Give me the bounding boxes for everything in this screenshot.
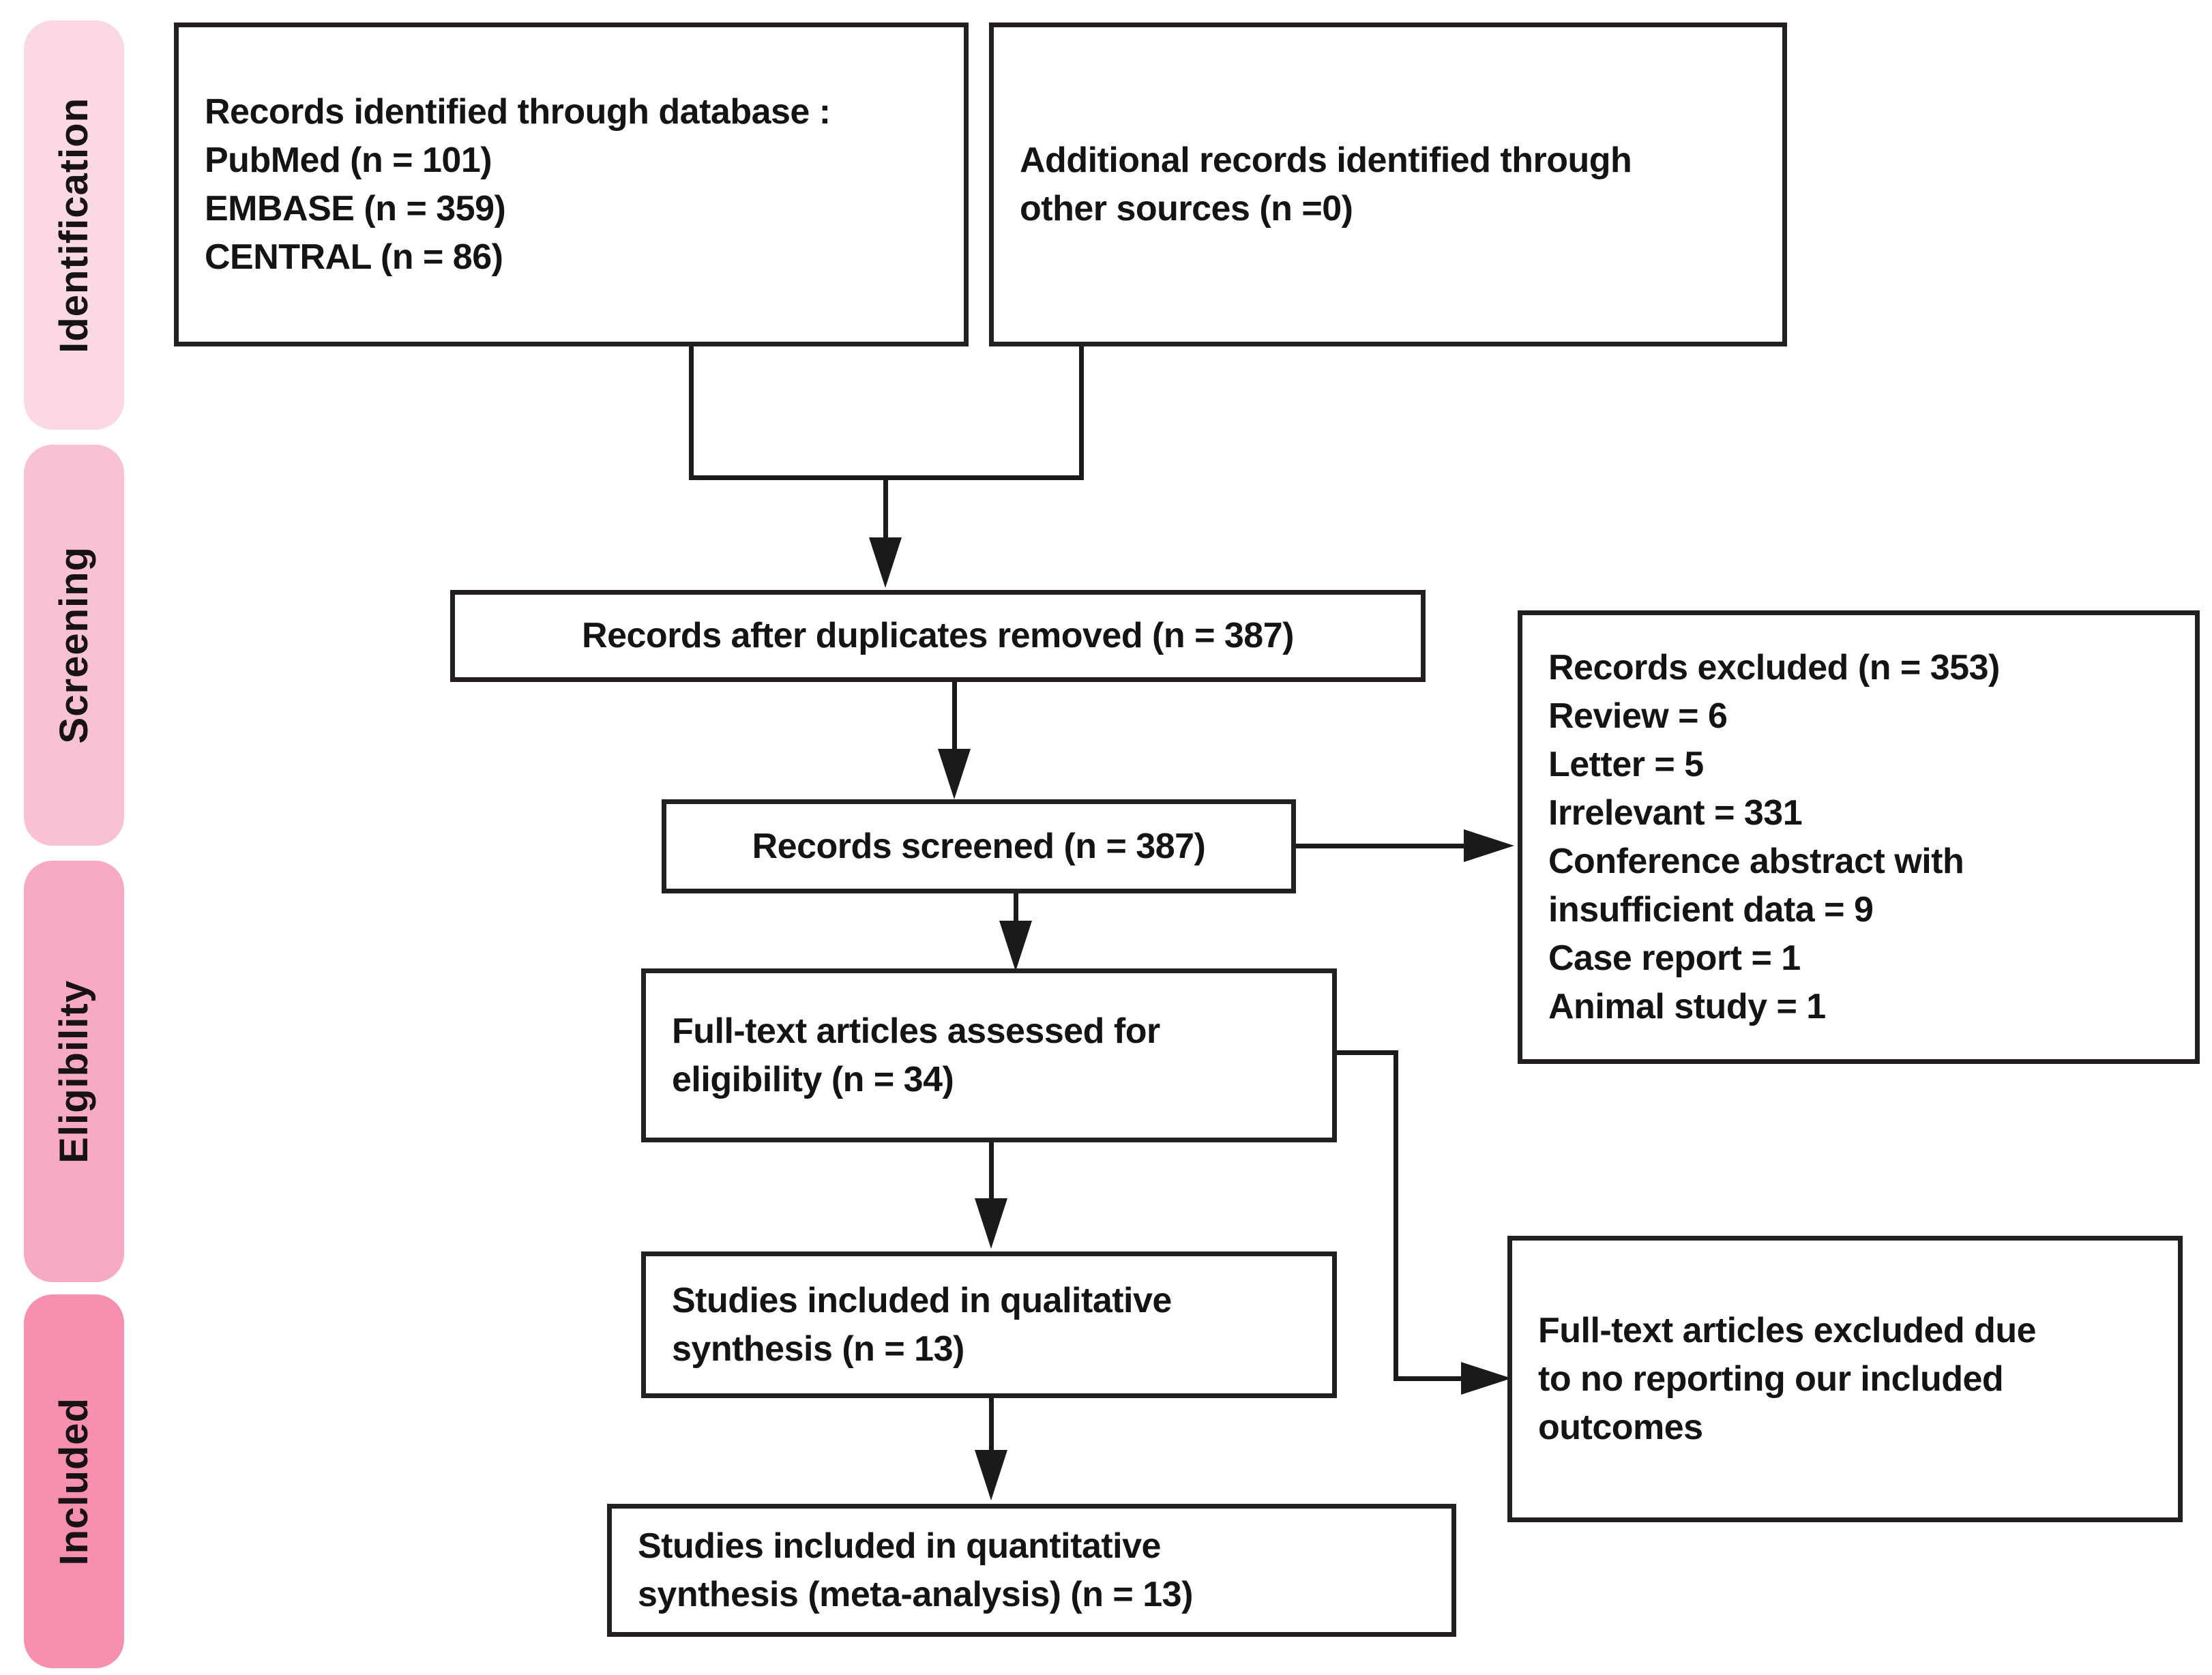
connector-qualitative-to-quantitative	[989, 1398, 994, 1454]
box-records-excluded: Records excluded (n = 353) Review = 6 Le…	[1518, 610, 2200, 1064]
stage-included-label: Included	[52, 1397, 96, 1566]
box-text-line: other sources (n =0)	[1020, 188, 1353, 228]
arrowhead-right-icon	[1461, 1362, 1511, 1395]
box-text-line: Studies included in quantitative	[638, 1526, 1161, 1566]
box-text-line: insufficient data = 9	[1548, 889, 1874, 930]
box-text-line: Studies included in qualitative	[672, 1280, 1172, 1320]
box-text-line: CENTRAL (n = 86)	[205, 237, 503, 277]
box-text-line: Full-text articles assessed for	[672, 1011, 1160, 1051]
arrowhead-down-icon	[975, 1198, 1007, 1249]
connector-fulltext-elbow-bottom	[1393, 1376, 1465, 1381]
box-text-line: Conference abstract with	[1548, 841, 1964, 881]
box-fulltext-assessed: Full-text articles assessed for eligibil…	[641, 968, 1337, 1142]
box-records-identified: Records identified through database : Pu…	[174, 23, 969, 346]
connector-additional-drop	[1079, 346, 1084, 480]
connector-identified-drop	[689, 346, 694, 480]
connector-screened-to-fulltext	[1014, 893, 1018, 926]
box-text-line: eligibility (n = 34)	[672, 1059, 954, 1099]
arrowhead-down-icon	[938, 749, 971, 799]
box-text-line: Records identified through database :	[205, 91, 831, 132]
box-quantitative-synthesis: Studies included in quantitative synthes…	[607, 1504, 1456, 1637]
stage-screening: Screening	[24, 445, 124, 846]
stage-screening-label: Screening	[52, 546, 96, 744]
connector-duplicates-to-screened	[952, 682, 957, 752]
box-text-line: Full-text articles excluded due	[1538, 1310, 2037, 1350]
box-text-line: Case report = 1	[1548, 938, 1801, 978]
box-text-line: Records screened (n = 387)	[752, 826, 1206, 866]
arrowhead-down-icon	[999, 921, 1032, 971]
box-text-line: PubMed (n = 101)	[205, 140, 492, 180]
box-text-line: Additional records identified through	[1020, 140, 1632, 180]
box-text-line: EMBASE (n = 359)	[205, 188, 506, 228]
box-text-line: Letter = 5	[1548, 744, 1704, 784]
box-text-line: Records excluded (n = 353)	[1548, 647, 2000, 687]
box-text-line: Review = 6	[1548, 696, 1728, 736]
box-text-line: outcomes	[1538, 1407, 1703, 1447]
box-text-line: synthesis (n = 13)	[672, 1329, 964, 1369]
box-text-line: Records after duplicates removed (n = 38…	[582, 616, 1294, 655]
connector-screened-to-excluded	[1296, 844, 1468, 848]
arrowhead-down-icon	[869, 537, 902, 588]
stage-eligibility: Eligibility	[24, 861, 124, 1282]
box-additional-records: Additional records identified through ot…	[989, 23, 1787, 346]
connector-fulltext-elbow-vertical	[1393, 1050, 1398, 1381]
box-qualitative-synthesis: Studies included in qualitative synthesi…	[641, 1251, 1337, 1398]
box-records-screened: Records screened (n = 387)	[662, 799, 1296, 893]
box-text-line: to no reporting our included	[1538, 1359, 2004, 1399]
connector-fulltext-elbow-top	[1337, 1050, 1398, 1055]
arrowhead-right-icon	[1464, 829, 1514, 862]
stage-identification-label: Identification	[52, 97, 96, 353]
connector-fulltext-to-qualitative	[989, 1142, 994, 1202]
connector-merge-drop	[883, 475, 888, 540]
box-fulltext-excluded: Full-text articles excluded due to no re…	[1507, 1236, 2183, 1522]
box-duplicates-removed: Records after duplicates removed (n = 38…	[450, 590, 1426, 682]
box-text-line: synthesis (meta-analysis) (n = 13)	[638, 1574, 1193, 1614]
arrowhead-down-icon	[975, 1450, 1007, 1500]
box-text-line: Irrelevant = 331	[1548, 792, 1803, 833]
stage-eligibility-label: Eligibility	[52, 979, 96, 1163]
box-text-line: Animal study = 1	[1548, 986, 1826, 1026]
stage-included: Included	[24, 1294, 124, 1668]
stage-identification: Identification	[24, 20, 124, 430]
